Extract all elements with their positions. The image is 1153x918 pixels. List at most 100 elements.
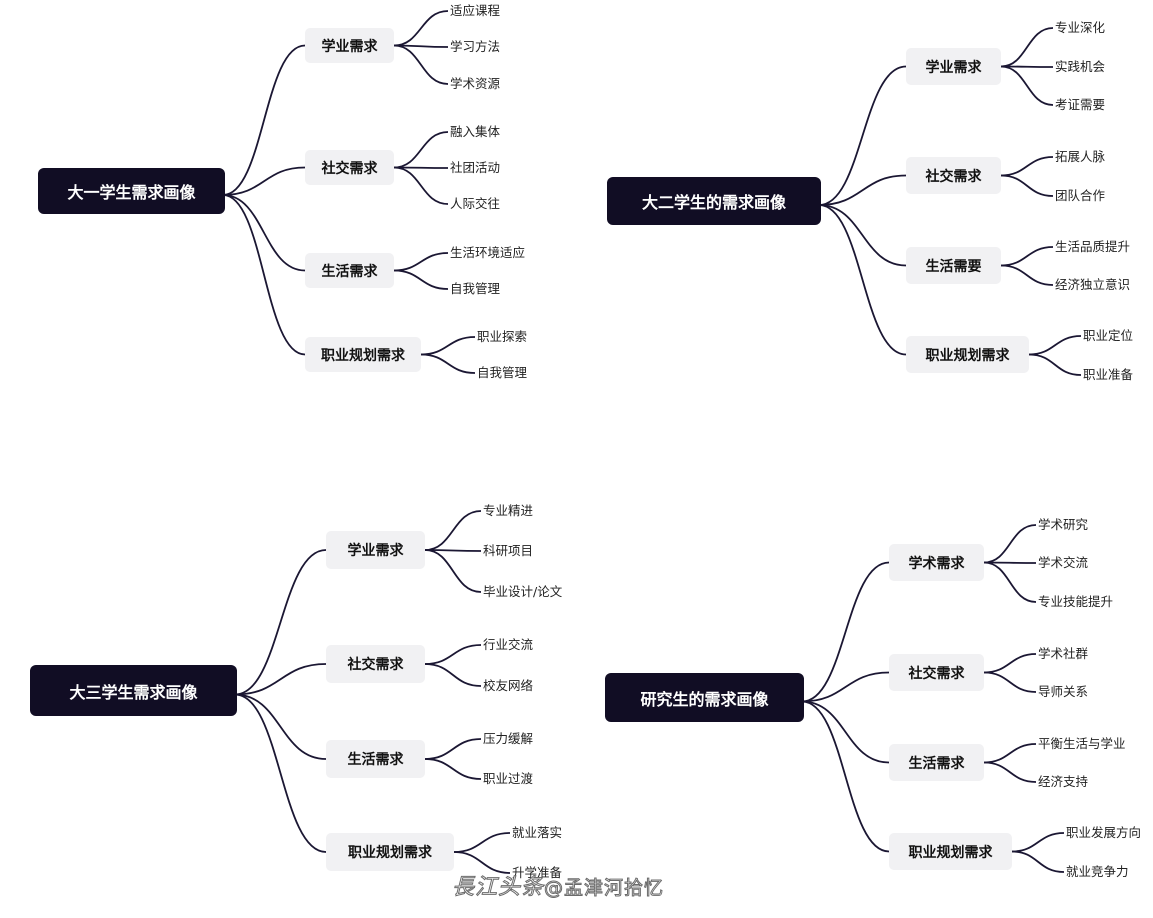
- branch-topic[interactable]: 职业规划需求: [906, 336, 1029, 373]
- branch-to-leaf-link: [393, 131, 449, 169]
- root-to-branch-link: [222, 166, 306, 196]
- leaf-topic[interactable]: 融入集体: [450, 124, 501, 139]
- leaf-topic[interactable]: 专业技能提升: [1038, 594, 1114, 609]
- leaf-topic[interactable]: 学术资源: [450, 76, 501, 91]
- branch-topic[interactable]: 社交需求: [326, 645, 425, 683]
- branch-to-leaf-link: [453, 851, 511, 874]
- leaf-topic[interactable]: 学术交流: [1038, 555, 1089, 570]
- branch-to-leaf-link: [983, 761, 1037, 783]
- leaf-topic[interactable]: 压力缓解: [483, 731, 534, 746]
- branch-to-leaf-link: [983, 524, 1037, 564]
- leaf-topic[interactable]: 拓展人脉: [1055, 149, 1106, 164]
- branch-topic[interactable]: 学业需求: [906, 48, 1001, 85]
- leaf-topic[interactable]: 自我管理: [477, 365, 528, 380]
- root-to-branch-link: [234, 549, 327, 696]
- branch-to-leaf-link: [983, 671, 1037, 693]
- branch-to-leaf-link: [420, 336, 476, 356]
- leaf-topic[interactable]: 平衡生活与学业: [1038, 736, 1126, 751]
- branch-topic[interactable]: 社交需求: [305, 150, 394, 185]
- leaf-topic[interactable]: 职业定位: [1083, 328, 1134, 343]
- leaf-topic[interactable]: 团队合作: [1055, 188, 1106, 203]
- leaf-topic[interactable]: 行业交流: [483, 637, 534, 652]
- central-topic[interactable]: 大三学生需求画像: [30, 665, 237, 716]
- leaf-topic[interactable]: 导师关系: [1038, 684, 1089, 699]
- branch-to-leaf-link: [393, 10, 449, 47]
- branch-to-leaf-link: [453, 832, 511, 853]
- branch-to-leaf-link: [1011, 832, 1065, 853]
- branch-to-leaf-link: [983, 653, 1037, 674]
- branch-to-leaf-link: [424, 644, 482, 665]
- watermark-handle: @孟津河拾忆: [544, 877, 665, 900]
- leaf-topic[interactable]: 校友网络: [483, 678, 534, 693]
- central-topic[interactable]: 大二学生的需求画像: [607, 177, 821, 225]
- branch-topic[interactable]: 社交需求: [889, 654, 984, 691]
- leaf-topic[interactable]: 职业准备: [1083, 367, 1134, 382]
- leaf-topic[interactable]: 职业过渡: [483, 771, 534, 786]
- branch-to-leaf-link: [424, 510, 482, 551]
- leaf-topic[interactable]: 学习方法: [450, 39, 501, 54]
- central-topic[interactable]: 研究生的需求画像: [605, 673, 804, 722]
- branch-topic[interactable]: 社交需求: [906, 157, 1001, 194]
- leaf-topic[interactable]: 学术社群: [1038, 646, 1089, 661]
- root-to-branch-link: [234, 693, 327, 760]
- leaf-topic[interactable]: 学术研究: [1038, 517, 1089, 532]
- leaf-topic[interactable]: 自我管理: [450, 281, 501, 296]
- root-to-branch-link: [222, 194, 306, 272]
- branch-to-leaf-link: [424, 663, 482, 687]
- leaf-topic[interactable]: 考证需要: [1055, 97, 1106, 112]
- branch-topic[interactable]: 职业规划需求: [305, 337, 421, 372]
- leaf-topic[interactable]: 生活环境适应: [450, 245, 526, 260]
- branch-topic[interactable]: 职业规划需求: [889, 833, 1012, 870]
- root-to-branch-link: [801, 700, 890, 764]
- branch-topic[interactable]: 生活需求: [889, 744, 984, 781]
- branch-topic[interactable]: 生活需求: [326, 740, 425, 778]
- leaf-topic[interactable]: 科研项目: [483, 543, 534, 558]
- leaf-topic[interactable]: 实践机会: [1055, 59, 1106, 74]
- branch-to-leaf-link: [424, 738, 482, 760]
- branch-to-leaf-link: [1028, 353, 1082, 376]
- root-to-branch-link: [234, 693, 327, 853]
- branch-topic[interactable]: 学业需求: [305, 28, 394, 63]
- branch-to-leaf-link: [424, 758, 482, 780]
- branch-to-leaf-link: [424, 549, 482, 593]
- branch-to-leaf-link: [983, 561, 1037, 564]
- leaf-topic[interactable]: 升学准备: [512, 865, 563, 880]
- branch-to-leaf-link: [1000, 264, 1054, 286]
- leaf-topic[interactable]: 经济支持: [1038, 774, 1089, 789]
- root-to-branch-link: [801, 700, 890, 853]
- branch-topic[interactable]: 学术需求: [889, 544, 984, 581]
- leaf-topic[interactable]: 人际交往: [450, 196, 501, 211]
- leaf-topic[interactable]: 专业精进: [483, 503, 534, 518]
- branch-to-leaf-link: [393, 44, 449, 85]
- leaf-topic[interactable]: 毕业设计/论文: [483, 584, 563, 599]
- branch-to-leaf-link: [393, 252, 449, 272]
- branch-to-leaf-link: [420, 353, 476, 374]
- leaf-topic[interactable]: 生活品质提升: [1055, 239, 1131, 254]
- branch-topic[interactable]: 职业规划需求: [326, 833, 454, 871]
- branch-to-leaf-link: [1000, 65, 1054, 106]
- branch-to-leaf-link: [1000, 246, 1054, 267]
- leaf-topic[interactable]: 就业落实: [512, 825, 563, 840]
- branch-topic[interactable]: 生活需求: [305, 253, 394, 288]
- leaf-topic[interactable]: 适应课程: [450, 3, 501, 18]
- root-to-branch-link: [818, 174, 907, 206]
- root-to-branch-link: [222, 44, 306, 196]
- root-to-branch-link: [801, 561, 890, 703]
- root-to-branch-link: [222, 194, 306, 356]
- branch-to-leaf-link: [1028, 335, 1082, 356]
- root-to-branch-link: [818, 65, 907, 206]
- branch-topic[interactable]: 学业需求: [326, 531, 425, 569]
- branch-to-leaf-link: [393, 166, 449, 205]
- leaf-topic[interactable]: 职业发展方向: [1066, 825, 1142, 840]
- central-topic[interactable]: 大一学生需求画像: [38, 168, 225, 214]
- branch-topic[interactable]: 生活需要: [906, 247, 1001, 284]
- branch-to-leaf-link: [1000, 174, 1054, 197]
- leaf-topic[interactable]: 社团活动: [450, 160, 501, 175]
- leaf-topic[interactable]: 就业竞争力: [1066, 864, 1129, 879]
- leaf-topic[interactable]: 经济独立意识: [1055, 277, 1131, 292]
- leaf-topic[interactable]: 专业深化: [1055, 20, 1106, 35]
- leaf-topic[interactable]: 职业探索: [477, 329, 528, 344]
- branch-to-leaf-link: [393, 269, 449, 290]
